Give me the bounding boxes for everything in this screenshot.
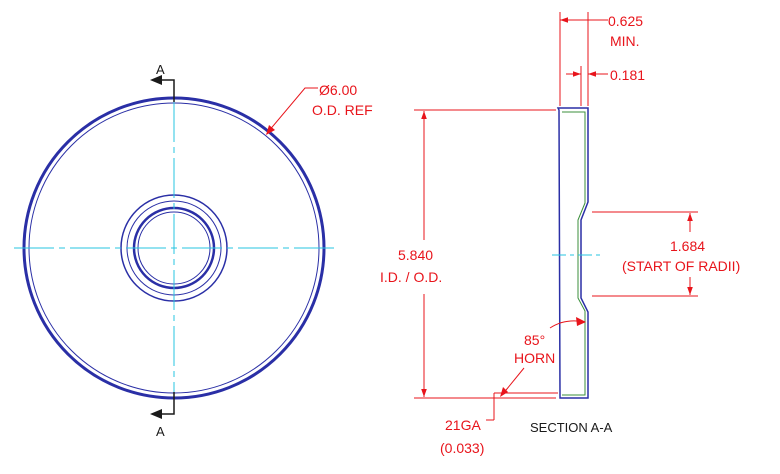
angle-note: HORN	[514, 350, 555, 366]
height-value: 5.840	[398, 247, 433, 263]
radii-note: (START OF RADII)	[622, 258, 740, 274]
radii-value: 1.684	[670, 238, 705, 254]
flange-value: 0.181	[610, 67, 645, 83]
section-view: 0.625 MIN. 0.181 5.840 I.D. / O.D. 1.6	[380, 12, 740, 456]
od-leader: Ø6.00 O.D. REF	[266, 82, 373, 135]
front-view: A A Ø6.00 O.D. REF	[14, 62, 373, 439]
section-cut-bottom: A	[150, 392, 175, 439]
radii-dimension: 1.684 (START OF RADII)	[592, 211, 740, 297]
angle-value: 85°	[524, 332, 545, 348]
section-label-top: A	[156, 62, 165, 77]
flange-dimension: 0.181	[566, 66, 645, 106]
od-note: O.D. REF	[312, 102, 373, 118]
gauge-dimension: 21GA (0.033)	[440, 392, 558, 456]
section-label-bottom: A	[156, 424, 165, 439]
gauge-value: 21GA	[445, 417, 481, 433]
height-note: I.D. / O.D.	[380, 269, 442, 285]
section-cut-top: A	[150, 62, 175, 102]
od-dimension: Ø6.00	[319, 82, 357, 98]
gauge-note: (0.033)	[440, 440, 484, 456]
width-value: 0.625	[608, 13, 643, 29]
height-dimension: 5.840 I.D. / O.D.	[380, 109, 556, 399]
section-title: SECTION A-A	[530, 420, 613, 435]
section-profile	[556, 107, 589, 399]
section-profile-inner	[562, 111, 586, 396]
width-note: MIN.	[610, 33, 640, 49]
width-dimension: 0.625 MIN.	[559, 12, 643, 106]
angle-dimension: 85° HORN	[500, 317, 586, 397]
